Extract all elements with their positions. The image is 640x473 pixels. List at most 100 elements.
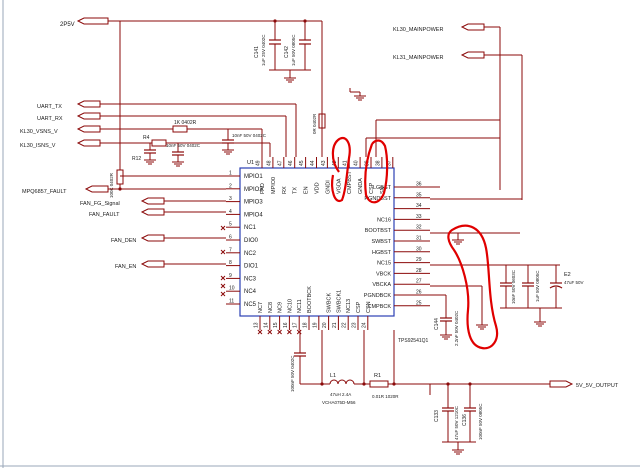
port-uart-tx[interactable] (76, 100, 101, 108)
chip-pin-9-name: NC3 (244, 276, 257, 282)
r3-value: 1K 0402R (174, 120, 197, 126)
chip-pin-3-number: 3 (229, 196, 232, 202)
port-fan-fault[interactable] (140, 208, 165, 216)
cap-c136: 100nF 50V 0805C C136 (462, 403, 483, 442)
net-kl30-isns: KL30_ISNS_V R4 (20, 135, 271, 157)
chip-pin-38-name: SN (380, 186, 386, 194)
chip-pin-46-number: 46 (288, 160, 294, 166)
net-label-fan-fault: FAN_FAULT (89, 212, 120, 218)
chip-pin-44-name: VDD (315, 182, 321, 194)
chip-pin-26-name: PGNDBCK (364, 293, 392, 299)
net-label-fan-fg: FAN_FG_Signal (80, 201, 120, 207)
chip-pin-14-name: NC8 (268, 302, 274, 313)
chip-pin-25-number: 25 (416, 300, 422, 306)
c142-value: 1uF 50V 0805C (291, 34, 296, 66)
chip-pin-35-name: PGNDBST (364, 196, 391, 202)
r1-value: 0.01R 1020R (372, 394, 399, 399)
chip-pin-23-name: CSP (356, 301, 362, 313)
port-5v-output[interactable] (549, 380, 574, 388)
cap-e2: E2 47uF 50V (549, 265, 584, 308)
chip-pin-43-number: 43 (321, 160, 327, 166)
chip-pin-2-name: MPIO2 (244, 187, 263, 193)
chip-pin-31-number: 31 (416, 236, 422, 242)
chip-pin-29-name: NC15 (377, 261, 391, 267)
net-label-2p5v: 2P5V (60, 22, 75, 28)
net-label-uart-rx: UART_RX (37, 116, 63, 122)
ground-symbol-top (354, 95, 366, 101)
chip-pin-19-number: 19 (312, 322, 318, 328)
chip-pin-31-name: SWBST (371, 239, 391, 245)
chip-pin-3-name: MPIO3 (244, 200, 263, 206)
chip-pin-30-name: HGBST (372, 250, 392, 256)
chip-pin-1-number: 1 (229, 171, 232, 177)
c141-value: 1uF 25V 0402C (261, 34, 266, 66)
chip-pin-6-number: 6 (229, 235, 232, 241)
c143-value: 100nF 50V 0402C (290, 355, 295, 392)
chip-u1-body[interactable] (239, 167, 395, 317)
chip-pin-21-name: SWBCK1 (336, 290, 342, 313)
port-mpq-fault[interactable] (84, 185, 109, 193)
chip-pin-26-number: 26 (416, 290, 422, 296)
chip-u1-ref: U1 (247, 160, 254, 166)
net-kl30-vsns: KL30_VSNS_V 1K 0402R (20, 120, 263, 157)
chip-u1-part: TPS92541Q1 (398, 338, 429, 344)
net-label-kl30-mainpower: KL30_MAINPOWER (393, 27, 443, 33)
chip-pin-43-name: GNDI (325, 180, 331, 194)
port-fan-den[interactable] (140, 234, 165, 242)
c145-value: 47uF 50V 1210C (454, 405, 459, 440)
cap-c141: C141 1uF 25V 0402C (254, 34, 281, 70)
chip-pin-25-name: CMPBCK (367, 304, 391, 310)
resistor-r3 (172, 125, 188, 133)
net-label-5v-output: 5V_5V_OUTPUT (576, 383, 619, 389)
no-connect-mark (277, 329, 282, 335)
net-kl30-mainpower: KL30_MAINPOWER (393, 23, 501, 40)
c-vsns-value: 10nF 50V 0402C (232, 133, 267, 138)
highlight-swbst-area (447, 224, 499, 350)
cap-c-out2: 1uF 50V 0805C (522, 265, 540, 308)
l1-part: VCHA075D-M56 (322, 400, 356, 405)
chip-pin-7-name: NC2 (244, 251, 257, 257)
chip-pin-27-name: VBCKA (372, 282, 391, 288)
port-uart-rx[interactable] (76, 112, 101, 120)
ground-symbol-outcaps (534, 321, 546, 327)
chip-u1-pins: 1MPIO12MPIO23MPIO34MPIO45NC16DIO07NC28DI… (226, 157, 430, 335)
port-kl30-mainpower[interactable] (460, 23, 485, 31)
ground-symbol-pgndbck (476, 324, 488, 330)
chip-pin-30-number: 30 (416, 246, 422, 252)
chip-pin-46-name: TX (293, 187, 299, 194)
port-kl30-isns[interactable] (76, 139, 101, 147)
net-5v-output: 5V_5V_OUTPUT (549, 380, 619, 389)
port-kl30-vsns[interactable] (76, 125, 101, 133)
chip-pin-1-name: MPIO1 (244, 174, 263, 180)
r12-value: 100K 0402R (109, 172, 114, 198)
port-2p5v[interactable] (76, 17, 109, 25)
port-fan-en[interactable] (140, 260, 165, 268)
cap-c-isns: 10nF 50V 0402C (166, 143, 201, 167)
port-kl31-mainpower[interactable] (460, 51, 485, 59)
c145-ref: C133 (434, 410, 440, 422)
chip-pin-29-number: 29 (416, 257, 422, 263)
chip-pin-2-number: 2 (229, 183, 232, 189)
c141-ref: C141 (254, 46, 260, 58)
cap-c143: 100nF 50V 0402C (290, 330, 306, 392)
cap-c142: C142 1uF 50V 0805C (284, 34, 311, 70)
e2-ref: E2 (564, 272, 571, 278)
r12-ref: R12 (132, 156, 141, 162)
cap-c-isns-b (144, 143, 156, 165)
chip-pin-22-name: NC13 (346, 299, 352, 313)
net-mpq-fault: MPQ6857_FAULT (22, 185, 226, 195)
chip-pin-20-name: SWBCK (327, 293, 333, 314)
net-label-kl30-vsns: KL30_VSNS_V (20, 129, 58, 135)
net-fan-fault: FAN_FAULT (89, 208, 226, 218)
no-connect-mark (287, 329, 292, 335)
ground-symbol-output (452, 449, 464, 455)
port-fan-fg[interactable] (140, 197, 165, 205)
l1-ref: L1 (330, 373, 336, 379)
chip-pin-11-number: 11 (229, 299, 234, 305)
net-uart-rx: UART_RX (37, 112, 287, 157)
net-label-uart-tx: UART_TX (37, 104, 62, 110)
chip-pin-13-name: NC7 (258, 302, 264, 313)
cap-c144: 2.2nF 50V 0402C C144 (430, 294, 459, 346)
net-fan-en: FAN_EN (115, 260, 226, 270)
